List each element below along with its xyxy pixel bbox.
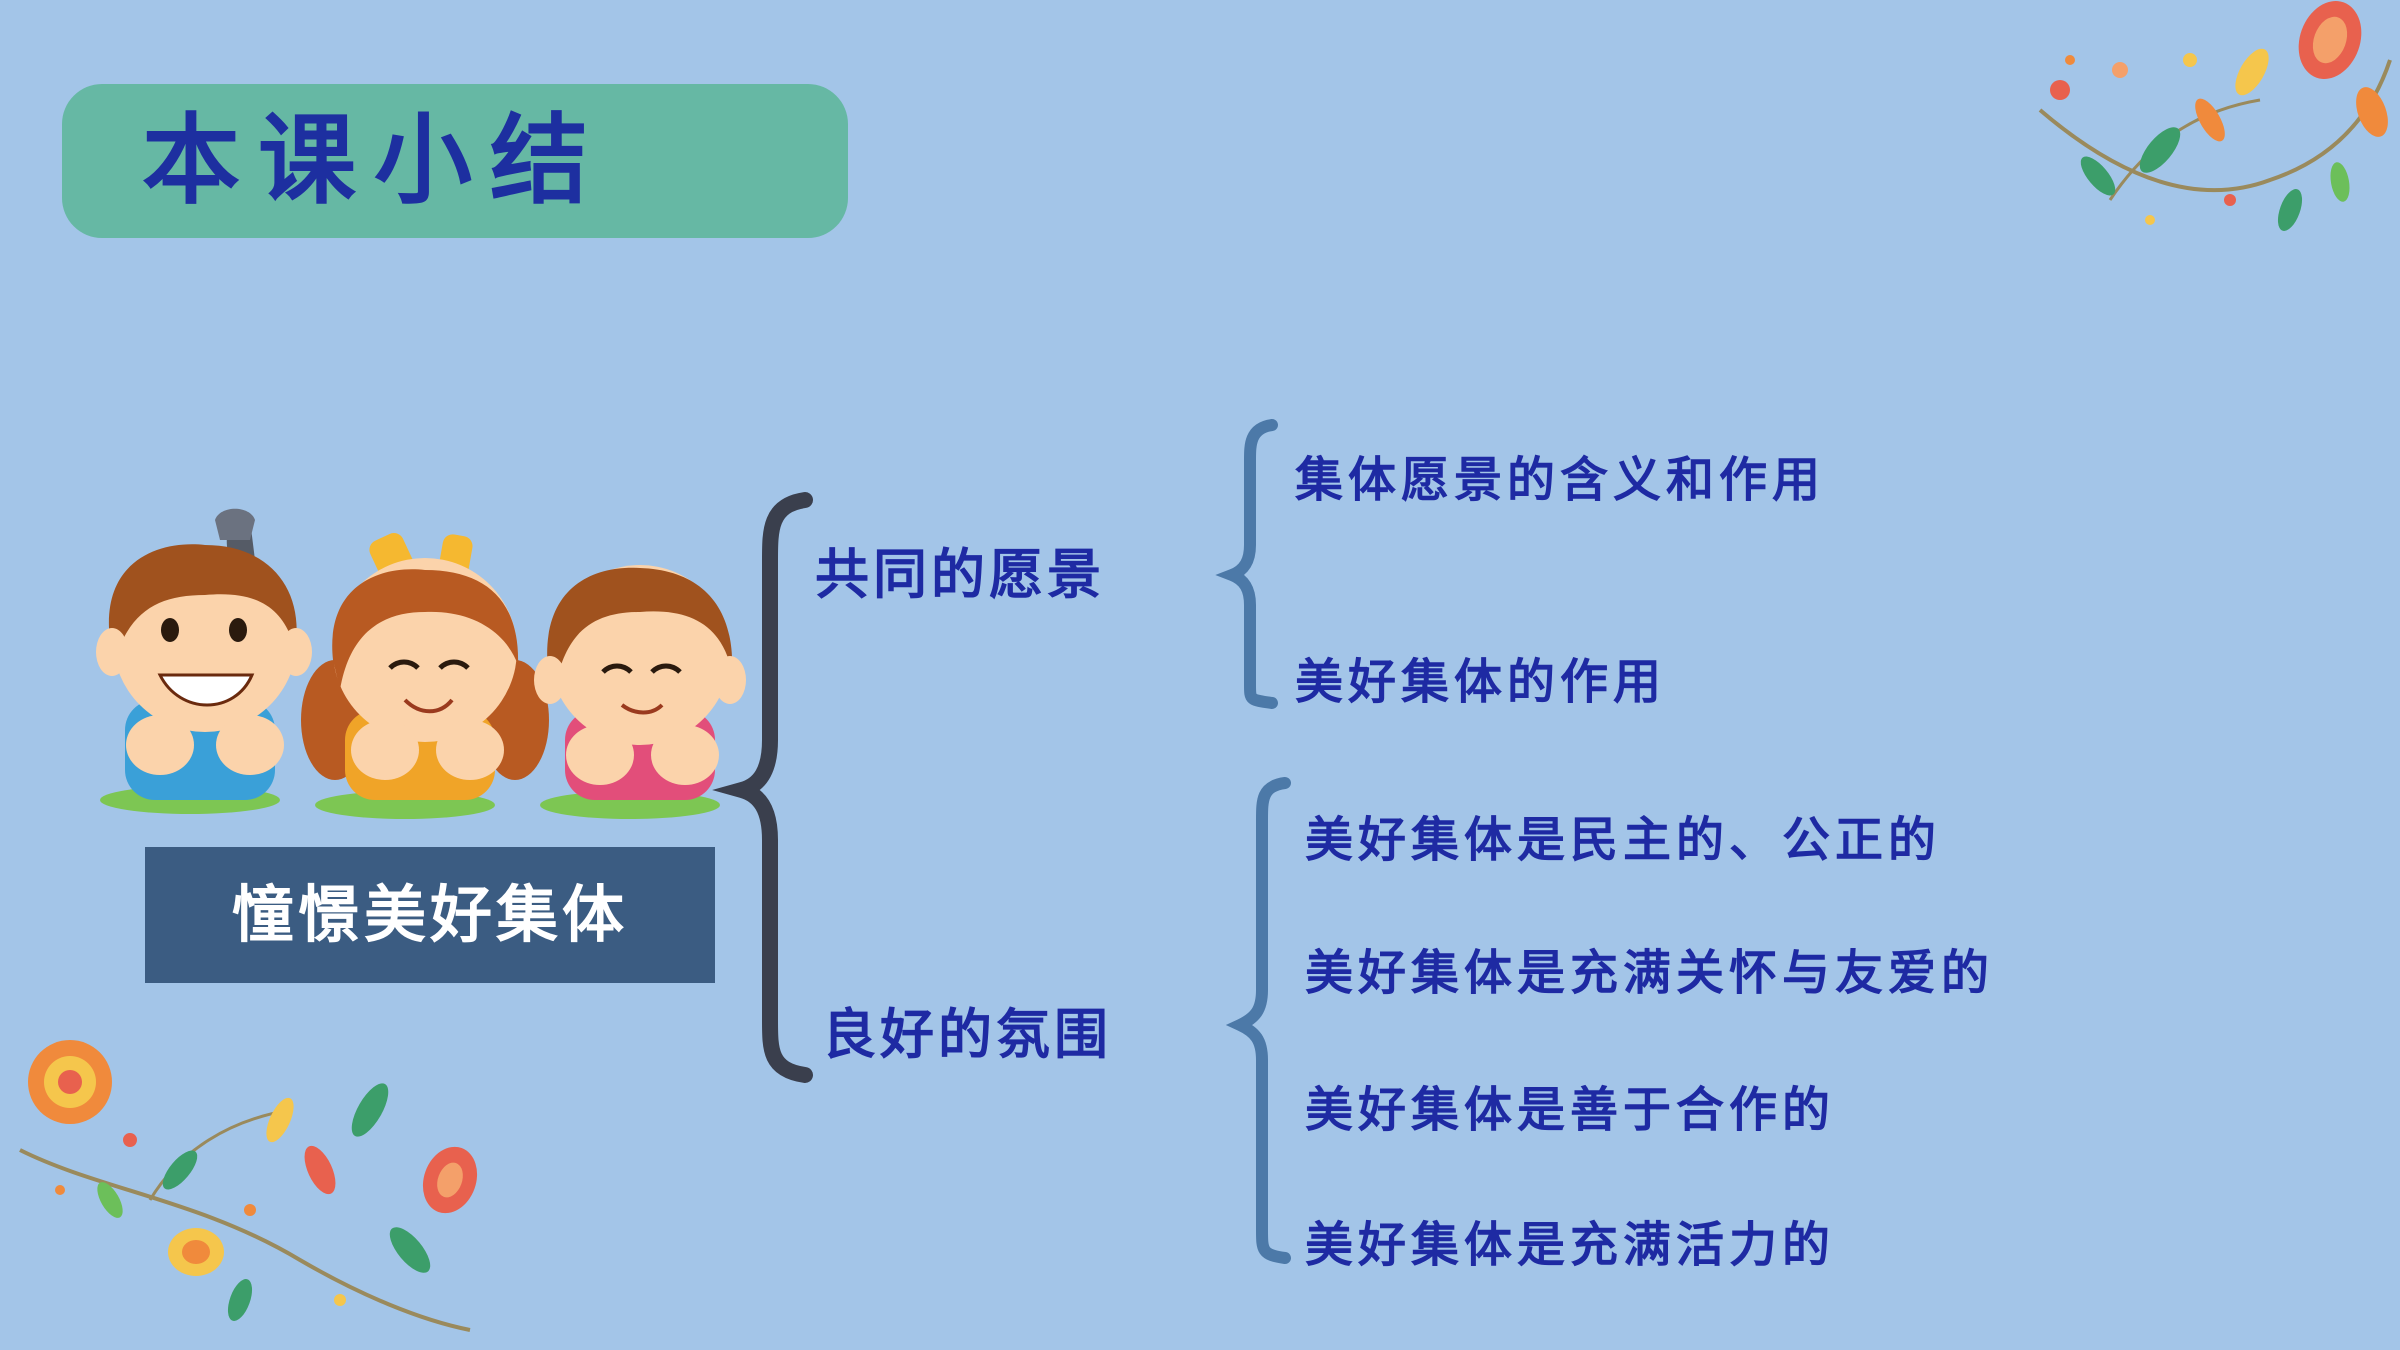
branch-1-item-2: 美好集体的作用 (1295, 654, 1667, 710)
center-topic: 憧憬美好集体 (231, 878, 628, 951)
title-banner: 本课小结 (62, 84, 848, 238)
branch-2-brace (1225, 777, 1291, 1264)
slide-title: 本课小结 (142, 104, 607, 218)
branch-1-brace (1215, 419, 1278, 709)
branch-label-shared-vision: 共同的愿景 (815, 543, 1105, 606)
branch-2-item-1: 美好集体是民主的、公正的 (1305, 812, 1942, 868)
main-brace (712, 492, 813, 1083)
branch-2-item-3: 美好集体是善于合作的 (1305, 1082, 1836, 1138)
branch-1-item-1: 集体愿景的含义和作用 (1295, 452, 1826, 508)
center-topic-box: 憧憬美好集体 (145, 847, 715, 983)
branch-2-item-4: 美好集体是充满活力的 (1305, 1217, 1836, 1273)
branch-label-good-atmosphere: 良好的氛围 (822, 1003, 1112, 1066)
branch-2-item-2: 美好集体是充满关怀与友爱的 (1305, 945, 1995, 1001)
